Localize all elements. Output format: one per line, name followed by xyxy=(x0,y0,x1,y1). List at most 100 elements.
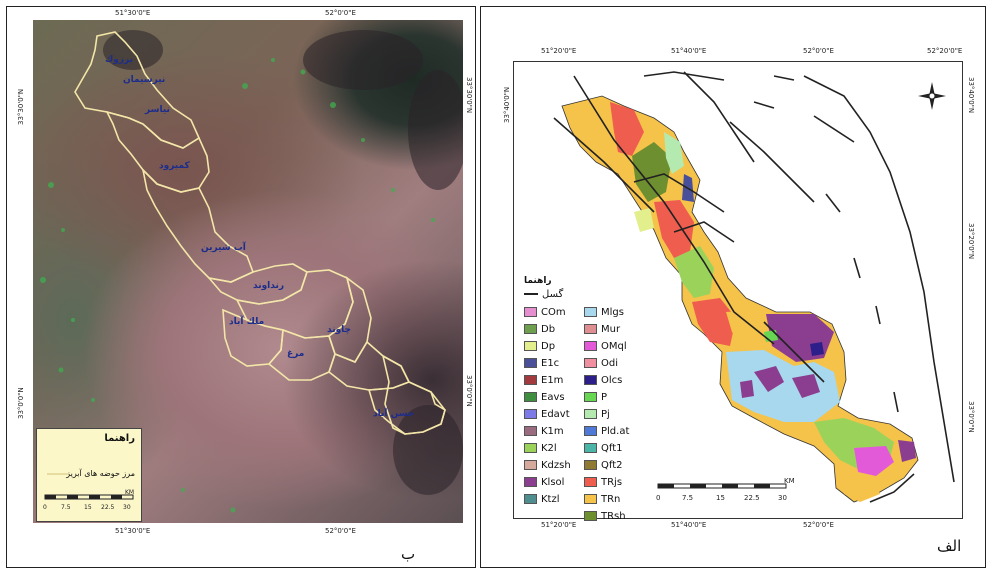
legend-item: Mlgs xyxy=(584,306,624,318)
legend-item: Kdzsh xyxy=(524,459,571,471)
legend-label: OMql xyxy=(601,340,627,352)
bottom-tick-3: 52°0'0"E xyxy=(803,521,834,529)
legend-swatch xyxy=(584,358,597,368)
legend-label: COm xyxy=(541,306,566,318)
scale-label: 7.5 xyxy=(61,504,71,511)
legend-swatch xyxy=(524,341,537,351)
legend-swatch xyxy=(584,426,597,436)
legend-item: Edavt xyxy=(524,408,570,420)
basin-label: نياسر xyxy=(144,105,170,115)
legend-title: راهنما xyxy=(104,433,135,444)
legend-label: K1m xyxy=(541,425,564,437)
legend-label: Pj xyxy=(601,408,610,420)
legend-swatch xyxy=(524,375,537,385)
legend-swatch xyxy=(524,358,537,368)
legend-item: TRjs xyxy=(584,476,622,488)
legend-item: Qft2 xyxy=(584,459,623,471)
scale-label: 22.5 xyxy=(101,504,115,511)
bottom-tick-2: 52°0'0"E xyxy=(325,527,356,535)
basin-label: ملك آباد xyxy=(229,315,264,327)
bottom-tick-1: 51°30'0"E xyxy=(115,527,151,535)
top-tick-2: 51°40'0"E xyxy=(671,47,707,55)
basin-label: مرغ xyxy=(287,349,304,359)
basin-label: كمبرود xyxy=(159,161,191,171)
right-tick-1: 33°30'0"N xyxy=(465,77,473,114)
right-tick-3: 33°0'0"N xyxy=(967,401,975,433)
legend-item: Klsol xyxy=(524,476,564,488)
legend-label: K2l xyxy=(541,442,557,454)
legend-fault: گسل xyxy=(524,288,563,300)
scale-unit: KM xyxy=(784,478,795,485)
scale-label: 30 xyxy=(123,504,131,511)
legend-label: Klsol xyxy=(541,476,565,488)
legend-swatch xyxy=(584,443,597,453)
legend-item: Pld.at xyxy=(584,425,629,437)
geology-map-panel: 51°20'0"E 51°40'0"E 52°0'0"E 52°20'0"E 3… xyxy=(480,6,986,568)
legend-swatch xyxy=(584,460,597,470)
basin-label: رنداوند xyxy=(253,281,284,291)
basin-boundary-swatch xyxy=(47,473,69,475)
right-tick-2: 33°0'0"N xyxy=(465,375,473,407)
legend-item: Qft1 xyxy=(584,442,623,454)
north-arrow-icon xyxy=(918,82,946,110)
legend-label: Qft2 xyxy=(601,459,623,471)
legend-label: Ktzl xyxy=(541,493,560,505)
basin-label: حسن آباد xyxy=(373,407,414,419)
scale-label: 0 xyxy=(43,504,47,511)
satellite-legend: راهنما مرز حوضه های آبریز 0 7.5 15 22.5 … xyxy=(36,428,142,522)
basin-label: برزوك xyxy=(105,55,133,65)
scale-bar: 0 7.5 15 22.5 30 KM xyxy=(656,478,795,502)
legend-label: Mlgs xyxy=(601,306,624,318)
legend-item: Pj xyxy=(584,408,610,420)
legend-swatch xyxy=(584,324,597,334)
legend-label: Odi xyxy=(601,357,618,369)
legend-swatch xyxy=(584,494,597,504)
panel-label-b: ب xyxy=(401,545,416,563)
legend-swatch xyxy=(524,392,537,402)
legend-label: Kdzsh xyxy=(541,459,571,471)
legend-item: Db xyxy=(524,323,555,335)
legend-swatch xyxy=(584,307,597,317)
scale-label: 0 xyxy=(656,494,660,502)
scale-bar: 0 7.5 15 22.5 30 KM xyxy=(43,489,134,511)
legend-label: E1m xyxy=(541,374,564,386)
scale-unit: KM xyxy=(125,489,134,496)
scale-label: 22.5 xyxy=(744,494,760,502)
legend-item: TRn xyxy=(584,493,620,505)
legend-swatch xyxy=(524,324,537,334)
legend-item: OMql xyxy=(584,340,627,352)
legend-item: TRsh xyxy=(584,510,626,522)
panel-label-a: الف xyxy=(937,537,962,555)
bottom-tick-2: 51°40'0"E xyxy=(671,521,707,529)
legend-swatch xyxy=(584,341,597,351)
legend-swatch xyxy=(524,307,537,317)
top-tick-1: 51°20'0"E xyxy=(541,47,577,55)
legend-swatch xyxy=(584,477,597,487)
legend-swatch xyxy=(524,409,537,419)
basin-label: آب شيرين xyxy=(201,241,247,253)
legend-label: TRjs xyxy=(601,476,623,488)
legend-swatch xyxy=(584,375,597,385)
satellite-map-panel: 51°30'0"E 52°0'0"E 33°30'0"N 33°0'0"N 33… xyxy=(6,6,476,568)
legend-swatch xyxy=(524,477,537,487)
legend-label: Mur xyxy=(601,323,621,335)
legend-item: مرز حوضه های آبریز xyxy=(66,469,135,478)
right-tick-2: 33°20'0"N xyxy=(967,223,975,260)
legend-item: E1m xyxy=(524,374,563,386)
legend-label: P xyxy=(601,391,608,403)
legend-swatch xyxy=(584,409,597,419)
legend-title: راهنما xyxy=(524,276,552,286)
basin-overlay: برزوك نيرسيمان نياسر كمبرود آب شيرين رند… xyxy=(40,30,463,513)
legend-label: Pld.at xyxy=(601,425,630,437)
scale-label: 15 xyxy=(716,494,725,502)
legend-swatch xyxy=(524,494,537,504)
legend-swatch xyxy=(524,443,537,453)
legend-item: Mur xyxy=(584,323,620,335)
legend-item: E1c xyxy=(524,357,559,369)
right-tick-1: 33°40'0"N xyxy=(967,77,975,114)
legend-item: P xyxy=(584,391,607,403)
left-tick-1: 33°40'0"N xyxy=(503,86,511,123)
legend-label: TRsh xyxy=(601,510,626,522)
legend-swatch xyxy=(524,460,537,470)
